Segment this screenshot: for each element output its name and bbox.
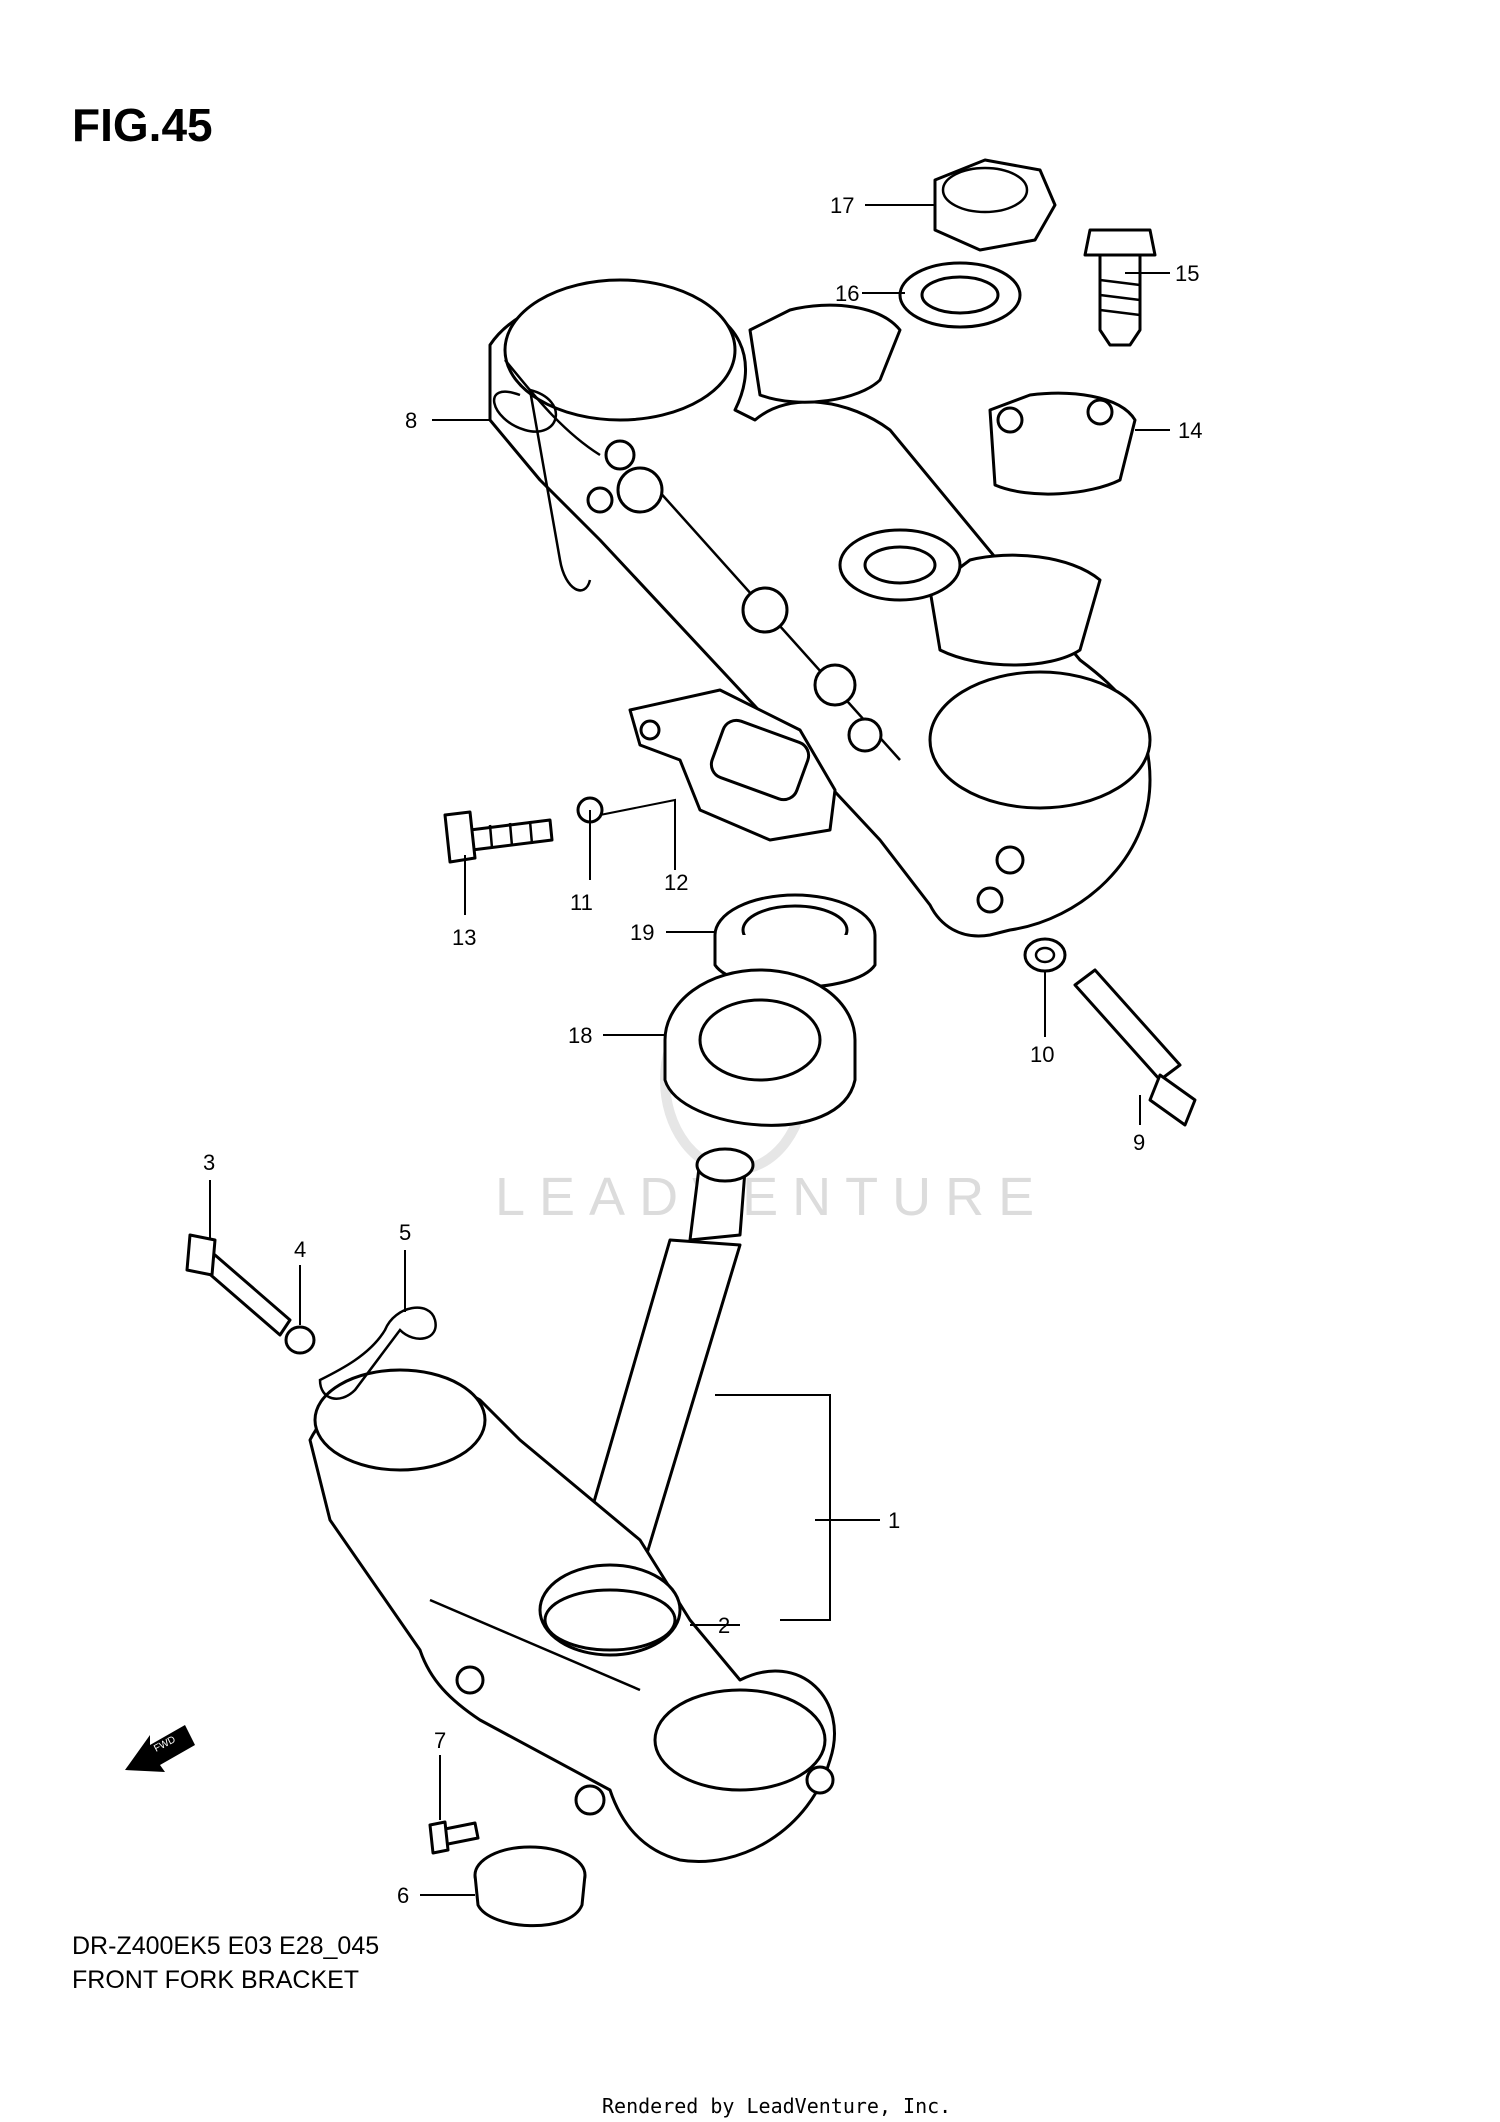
- callout-labels: 17 16 15 8 14 11 12 13 19 10 9 18 3 4 5 …: [203, 193, 1202, 1908]
- callout-3: 3: [203, 1150, 215, 1175]
- callout-2: 2: [718, 1613, 730, 1638]
- clamp-part-6[interactable]: [473, 1845, 587, 1928]
- callout-11: 11: [570, 890, 593, 915]
- bolt-part-15[interactable]: [1083, 228, 1157, 347]
- washer-part-4[interactable]: [284, 1325, 316, 1355]
- upper-bracket-part-8[interactable]: [488, 278, 1152, 938]
- callout-12: 12: [664, 870, 688, 895]
- callout-13: 13: [452, 925, 476, 950]
- diagram-caption: FRONT FORK BRACKET: [72, 1966, 360, 1994]
- washer-part-10[interactable]: [1023, 937, 1067, 973]
- fwd-arrow-icon: FWD: [125, 1725, 195, 1772]
- handlebar-holder-part-14[interactable]: [988, 391, 1137, 496]
- bolt-part-9[interactable]: [1073, 968, 1197, 1127]
- callout-6: 6: [397, 1883, 409, 1908]
- bolt-part-7[interactable]: [428, 1820, 480, 1855]
- callout-5: 5: [399, 1220, 411, 1245]
- bolt-part-13[interactable]: [443, 810, 554, 864]
- bracket-part-12[interactable]: [628, 688, 837, 842]
- bolt-part-3[interactable]: [185, 1233, 292, 1337]
- callout-4: 4: [294, 1237, 306, 1262]
- watermark-text: LEADVENTURE: [495, 1167, 1048, 1227]
- stem-nut-part-17[interactable]: [933, 158, 1057, 252]
- callout-1: 1: [888, 1508, 900, 1533]
- clip-part-5[interactable]: [318, 1306, 437, 1400]
- leader-lines: [209, 204, 1170, 1896]
- callout-14: 14: [1178, 418, 1202, 443]
- callout-7: 7: [434, 1728, 446, 1753]
- callout-9: 9: [1133, 1130, 1145, 1155]
- callout-16: 16: [835, 281, 859, 306]
- model-code: DR-Z400EK5 E03 E28_045: [72, 1932, 380, 1960]
- figure-title: FIG.45: [72, 99, 213, 151]
- callout-10: 10: [1030, 1042, 1054, 1067]
- callout-18: 18: [568, 1023, 592, 1048]
- rendered-by-credit: Rendered by LeadVenture, Inc.: [602, 2094, 952, 2118]
- callout-8: 8: [405, 408, 417, 433]
- seal-part-2[interactable]: [543, 1588, 677, 1652]
- callout-19: 19: [630, 920, 654, 945]
- steering-stem-part-1[interactable]: [308, 1147, 836, 1863]
- washer-part-16[interactable]: [898, 261, 1022, 329]
- bearing-part-18[interactable]: [663, 968, 857, 1127]
- callout-15: 15: [1175, 261, 1199, 286]
- callout-17: 17: [830, 193, 854, 218]
- lock-nut-part-19[interactable]: [713, 893, 877, 989]
